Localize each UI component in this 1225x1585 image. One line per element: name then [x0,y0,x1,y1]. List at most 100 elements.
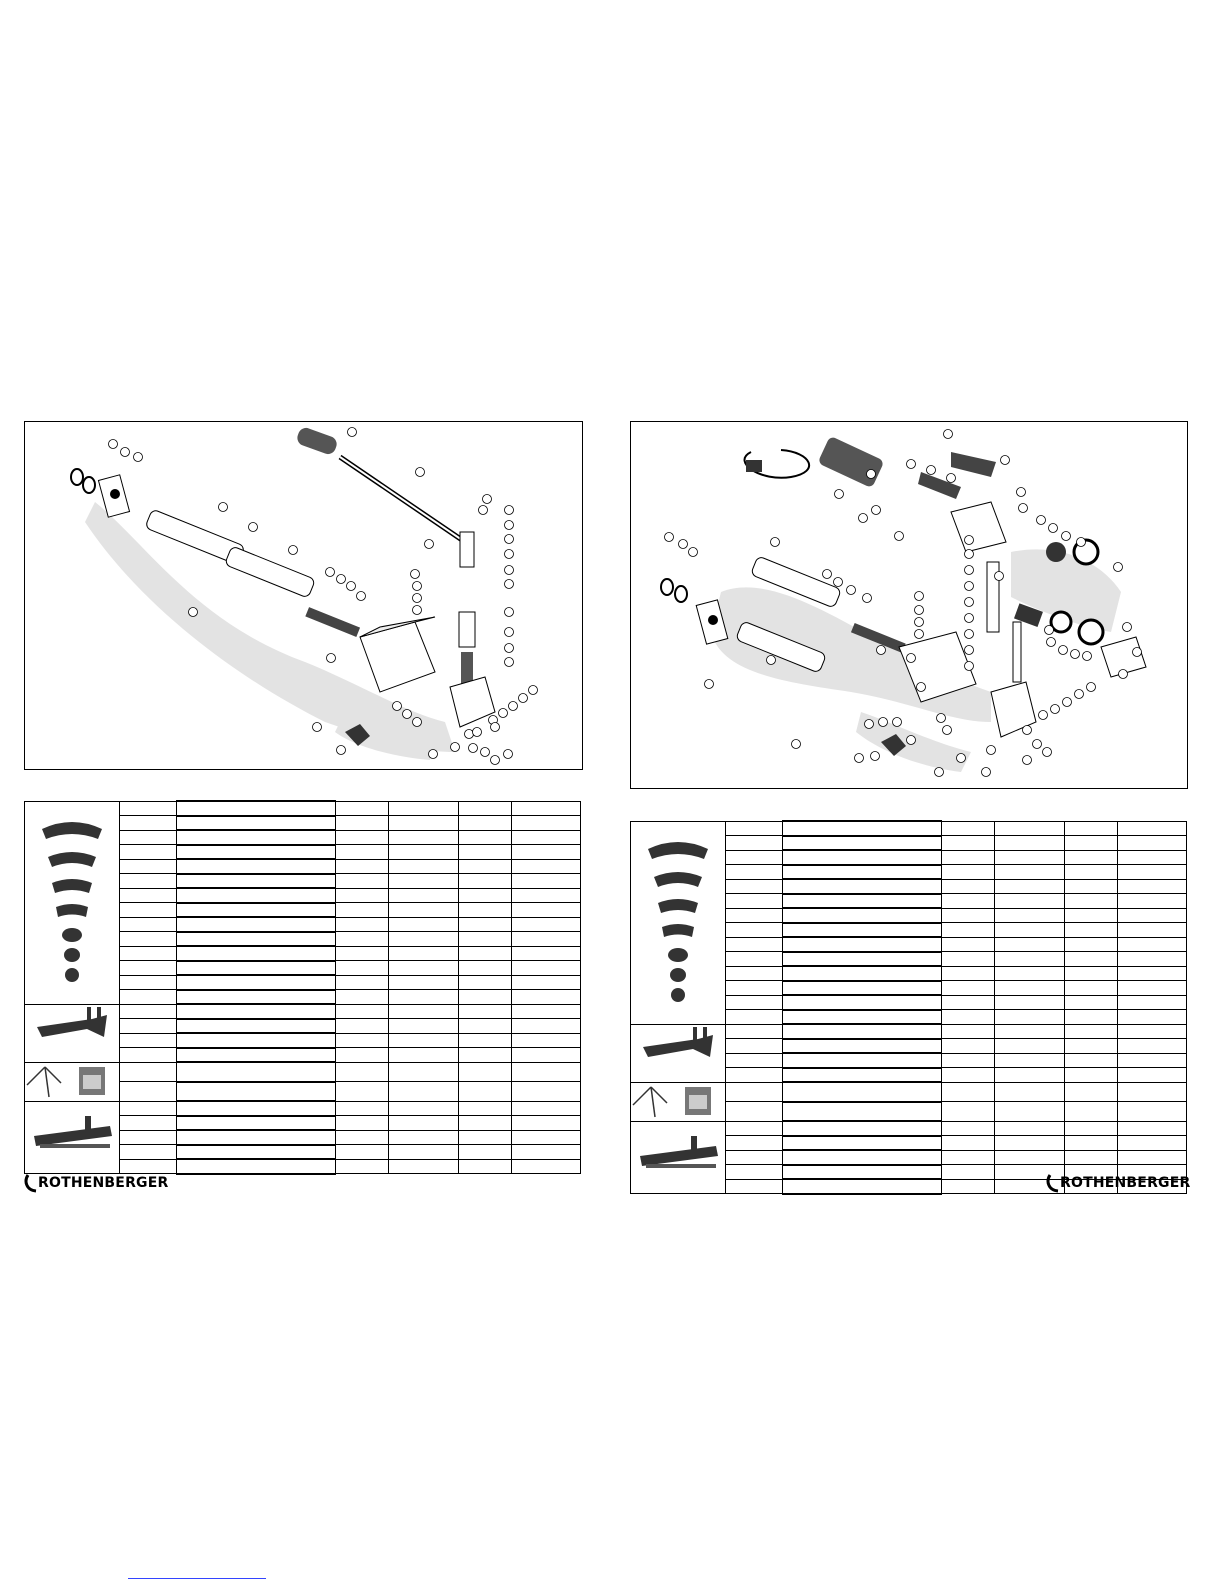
table-cell [782,1081,942,1103]
table-cell [1064,951,1118,967]
table-cell [994,1023,1065,1039]
table-cell [941,1178,995,1194]
table-cell [782,1149,942,1166]
table-cell [388,1100,459,1116]
table-cell [725,820,783,836]
table-cell [458,960,512,976]
table-cell [941,936,995,952]
table-row [25,1080,581,1102]
table-cell [388,1047,459,1063]
footer-link-underline[interactable] [128,1578,266,1579]
table-cell [1117,893,1187,909]
table-cell [511,974,581,990]
table-cell [335,887,389,903]
bending-frame-icon [630,1023,726,1083]
table-row [630,1081,1187,1122]
table-cell [119,815,177,831]
table-cell [782,849,942,866]
table-row [25,843,581,860]
table-cell [511,1115,581,1131]
table-cell [458,989,512,1005]
table-row [631,1066,1187,1083]
table-cell [119,960,177,976]
table-cell [1064,1101,1118,1122]
table-cell [1117,907,1187,923]
table-cell [388,815,459,831]
table-row [631,1037,1187,1054]
table-cell [1064,878,1118,894]
table-cell [511,800,581,816]
table-cell [1064,907,1118,923]
table-cell [941,835,995,851]
table-cell [1117,835,1187,851]
table-cell [782,1052,942,1069]
table-cell [458,844,512,860]
table-cell [119,1003,177,1019]
table-cell [941,1067,995,1083]
table-cell [994,1101,1065,1122]
table-cell [335,1129,389,1145]
table-cell [725,1067,783,1083]
table-cell [458,1032,512,1048]
table-row [25,1017,581,1034]
table-cell [335,800,389,816]
table-cell [388,1061,459,1082]
table-cell [119,1047,177,1063]
table-cell [458,1047,512,1063]
table-cell [176,959,336,976]
table-cell [335,1061,389,1082]
table-cell [176,814,336,831]
table-cell [725,1120,783,1136]
table-cell [388,1158,459,1174]
table-cell [941,849,995,865]
table-cell [1064,1135,1118,1151]
table-cell [782,1100,942,1122]
table-cell [782,834,942,851]
table-cell [119,887,177,903]
table-cell [176,974,336,991]
table-cell [994,878,1065,894]
table-cell [511,1003,581,1019]
table-cell [994,893,1065,909]
brand-name: ROTHENBERGER [38,1175,169,1191]
table-cell [1117,1009,1187,1025]
table-cell [335,916,389,932]
left-brand-logo: ROTHENBERGER [24,1172,168,1194]
table-cell [725,849,783,865]
table-cell [458,1158,512,1174]
table-row [631,950,1187,967]
table-cell [782,921,942,938]
table-row [25,858,581,875]
table-cell [511,873,581,889]
bending-rail-icon [24,1100,120,1174]
table-cell [335,945,389,961]
table-cell [119,1032,177,1048]
table-cell [511,1061,581,1082]
table-cell [725,965,783,981]
bending-frame-icon [24,1003,120,1063]
table-cell [119,858,177,874]
table-row [25,930,581,947]
table-cell [458,1144,512,1160]
left-parts-table [24,800,581,1175]
table-cell [941,1135,995,1151]
table-cell [725,1101,783,1122]
table-cell [176,1032,336,1049]
table-cell [458,1081,512,1102]
table-cell [725,1178,783,1194]
handle-grip-icon [297,427,337,455]
table-cell [335,1115,389,1131]
table-cell [388,902,459,918]
table-cell [176,887,336,904]
table-cell [782,994,942,1011]
table-cell [994,951,1065,967]
table-cell [458,1100,512,1116]
table-cell [994,994,1065,1010]
table-cell [1117,1023,1187,1039]
table-cell [1117,936,1187,952]
table-cell [335,829,389,845]
table-cell [994,980,1065,996]
table-cell [941,1081,995,1102]
table-cell [1064,1038,1118,1054]
table-cell [119,1018,177,1034]
